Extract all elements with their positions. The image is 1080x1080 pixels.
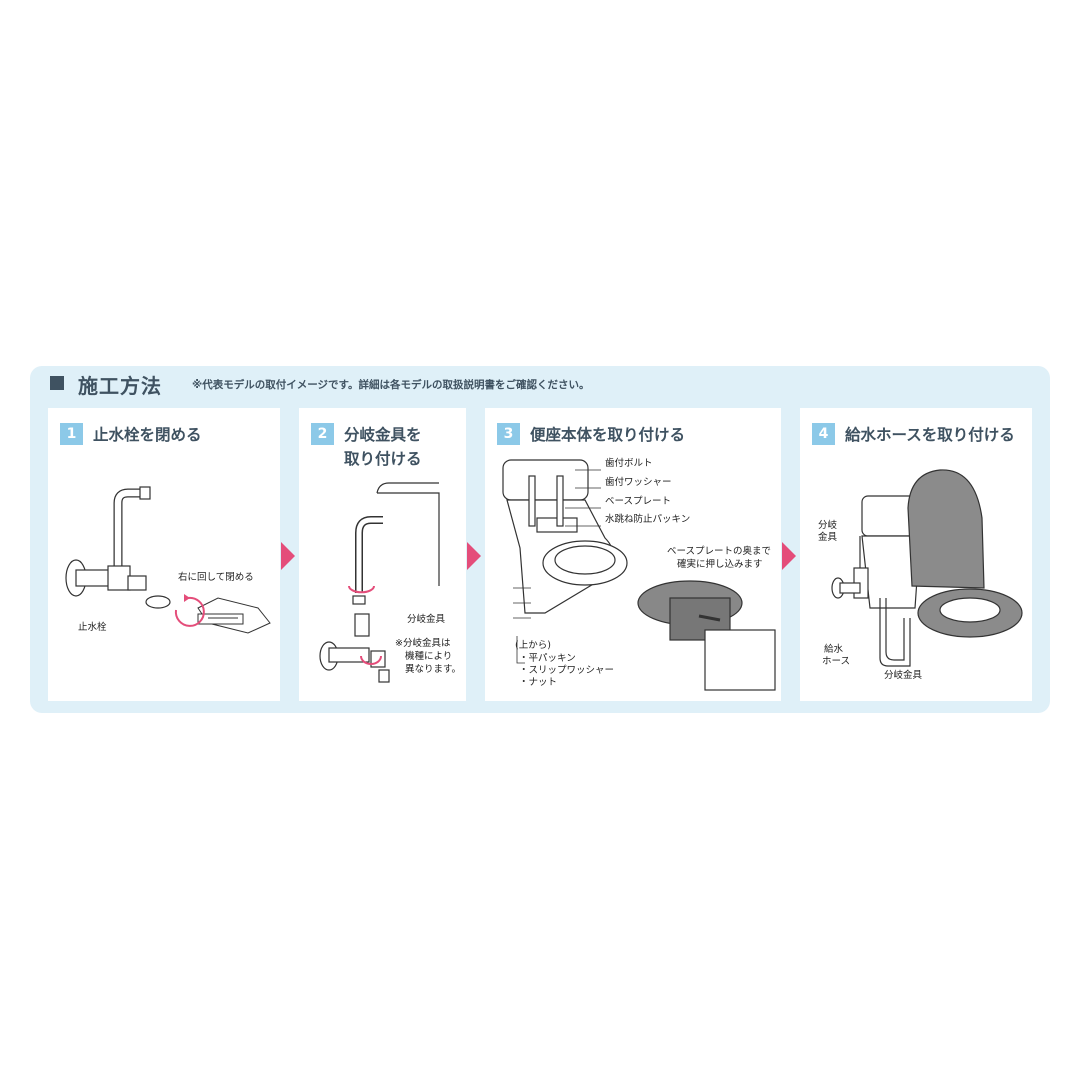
step-number: 3 (497, 423, 520, 445)
step-title: 給水ホースを取り付ける (845, 426, 1015, 444)
fitting-label-line1: 分岐 (818, 520, 838, 531)
parts-item-3: ・ナット (519, 677, 558, 688)
step-3-card: 3 便座本体を取り付ける 歯付ボルト 歯付ワッシャー ベースプレート 水跳ね防止… (485, 408, 781, 701)
hose-label-line2: ホース (822, 656, 851, 667)
fitting-label: 分岐金具 (407, 614, 446, 625)
hose-label-line1: 給水 (824, 644, 844, 655)
rotate-arrow-icon (348, 585, 375, 594)
header-square-icon (50, 376, 64, 390)
step-number: 1 (60, 423, 83, 445)
fitting-note-line1: ※分岐金具は (395, 638, 451, 649)
section-note: ※代表モデルの取付イメージです。詳細は各モデルの取扱説明書をご確認ください。 (192, 379, 590, 391)
rotate-arrow-icon (174, 596, 205, 627)
step-title: 止水栓を閉める (93, 426, 202, 444)
step-arrow-icon (782, 542, 796, 570)
washer-label: 歯付ワッシャー (605, 477, 672, 488)
bolt-label: 歯付ボルト (605, 458, 653, 469)
step-1-card: 1 止水栓を閉める 右に回して閉める 止水栓 (48, 408, 280, 701)
section-title: 施工方法 (78, 374, 162, 398)
step-number: 2 (311, 423, 334, 445)
step-title-line1: 分岐金具を (344, 426, 422, 444)
step-title-line2: 取り付ける (344, 450, 422, 468)
seat-top-illustration (637, 580, 776, 691)
step-title: 便座本体を取り付ける (530, 426, 686, 444)
from-top-label: (上から) (515, 640, 551, 651)
turn-label: 右に回して閉める (178, 572, 254, 583)
step-2-card: 2 分岐金具を 取り付ける 分岐金具 ※分岐金具は 機種により 異なります。 (299, 408, 466, 701)
push-note-line1: ベースプレートの奥まで (667, 546, 772, 557)
fitting-note-line2: 機種により (405, 651, 453, 662)
push-arrow-icon (698, 614, 721, 622)
step-arrow-icon (467, 542, 481, 570)
packing-label: 水跳ね防止パッキン (605, 514, 691, 525)
baseplate-label: ベースプレート (605, 496, 672, 507)
parts-item-1: ・平パッキン (519, 653, 576, 664)
fitting-note-line3: 異なります。 (405, 664, 462, 675)
hose-connection-illustration (831, 469, 1023, 667)
fitting-label-line2: 金具 (818, 532, 838, 543)
valve-label: 止水栓 (78, 622, 107, 633)
fitting-bottom-label: 分岐金具 (884, 670, 923, 681)
step-number: 4 (812, 423, 835, 445)
push-note-line2: 確実に押し込みます (677, 559, 763, 570)
toilet-seat-icon (907, 469, 1023, 638)
seat-mounting-illustration (502, 459, 776, 691)
valve-closing-illustration (65, 486, 271, 634)
step-4-card: 4 給水ホースを取り付ける 分岐 金具 給水 ホース 分岐金具 (800, 408, 1032, 701)
screwdriver-icon (197, 597, 271, 634)
step-arrow-icon (281, 542, 295, 570)
fitting-illustration (319, 482, 440, 683)
parts-item-2: ・スリップワッシャー (519, 665, 615, 676)
